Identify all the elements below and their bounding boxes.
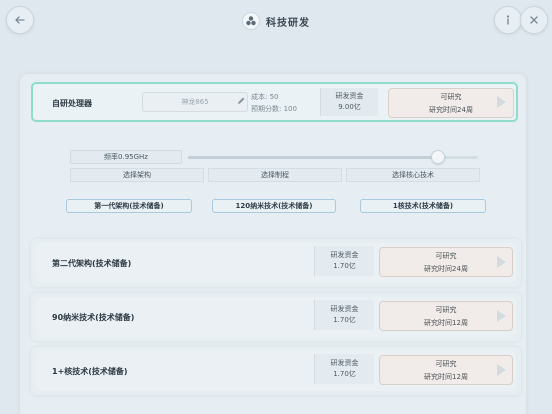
item-fund-box: 研发资金 1.70亿 (314, 300, 374, 330)
frequency-label: 频率0.95GHz (70, 150, 182, 164)
selected-core-chip[interactable]: 1核技术(技术储备) (360, 199, 486, 213)
cost-text: 成本: 50 (251, 93, 279, 101)
item-research-button[interactable]: 可研究 研究时间12周 (379, 301, 513, 331)
item-time: 研究时间24周 (424, 265, 468, 273)
frequency-slider-thumb[interactable] (430, 150, 445, 164)
back-button[interactable] (6, 6, 34, 34)
item-research-button[interactable]: 可研究 研究时间12周 (379, 355, 513, 385)
item-fund-label: 研发资金 (330, 359, 359, 367)
item-status: 可研究 (435, 306, 457, 314)
score-text: 预期分数: 100 (251, 105, 297, 113)
item-fund-box: 研发资金 1.70亿 (314, 246, 374, 276)
close-button[interactable] (520, 6, 548, 34)
fund-value: 9.00亿 (338, 103, 361, 111)
fund-box: 研发资金 9.00亿 (320, 88, 378, 116)
processor-name-field[interactable]: 神龙865 (142, 92, 248, 112)
research-button[interactable]: 可研究 研究时间24周 (388, 88, 514, 118)
frequency-slider-fill (188, 156, 438, 159)
research-status: 可研究 (440, 93, 462, 101)
item-status: 可研究 (435, 252, 457, 260)
arrow-left-icon (15, 16, 25, 24)
item-status: 可研究 (435, 360, 457, 368)
close-icon (530, 16, 538, 24)
info-icon (506, 15, 510, 25)
item-fund-label: 研发资金 (330, 305, 359, 313)
play-icon (497, 96, 506, 108)
item-label: 1+核技术(技术储备) (52, 367, 128, 376)
item-research-button[interactable]: 可研究 研究时间24周 (379, 247, 513, 277)
pencil-icon[interactable] (236, 96, 246, 106)
tab-architecture[interactable]: 选择架构 (70, 168, 204, 182)
play-icon (497, 364, 506, 376)
tab-process[interactable]: 选择制程 (208, 168, 342, 182)
current-label: 自研处理器 (52, 99, 92, 108)
selected-architecture-chip[interactable]: 第一代架构(技术储备) (66, 199, 192, 213)
info-button[interactable] (494, 6, 522, 34)
item-fund-value: 1.70亿 (333, 316, 356, 324)
item-fund-value: 1.70亿 (333, 262, 356, 270)
page-title: 科技研发 (266, 17, 310, 29)
play-icon (497, 256, 506, 268)
item-time: 研究时间12周 (424, 373, 468, 381)
item-label: 90纳米技术(技术储备) (52, 313, 135, 322)
play-icon (497, 310, 506, 322)
selected-process-chip[interactable]: 120纳米技术(技术储备) (212, 199, 336, 213)
item-fund-label: 研发资金 (330, 251, 359, 259)
item-label: 第二代架构(技术储备) (52, 259, 132, 268)
page-header: 科技研发 (0, 10, 552, 32)
item-fund-box: 研发资金 1.70亿 (314, 354, 374, 384)
fund-label: 研发资金 (335, 92, 364, 100)
tab-core-tech[interactable]: 选择核心技术 (346, 168, 480, 182)
item-fund-value: 1.70亿 (333, 370, 356, 378)
item-time: 研究时间12周 (424, 319, 468, 327)
three-dots-cluster-icon (242, 12, 260, 30)
research-time: 研究时间24周 (429, 106, 473, 114)
